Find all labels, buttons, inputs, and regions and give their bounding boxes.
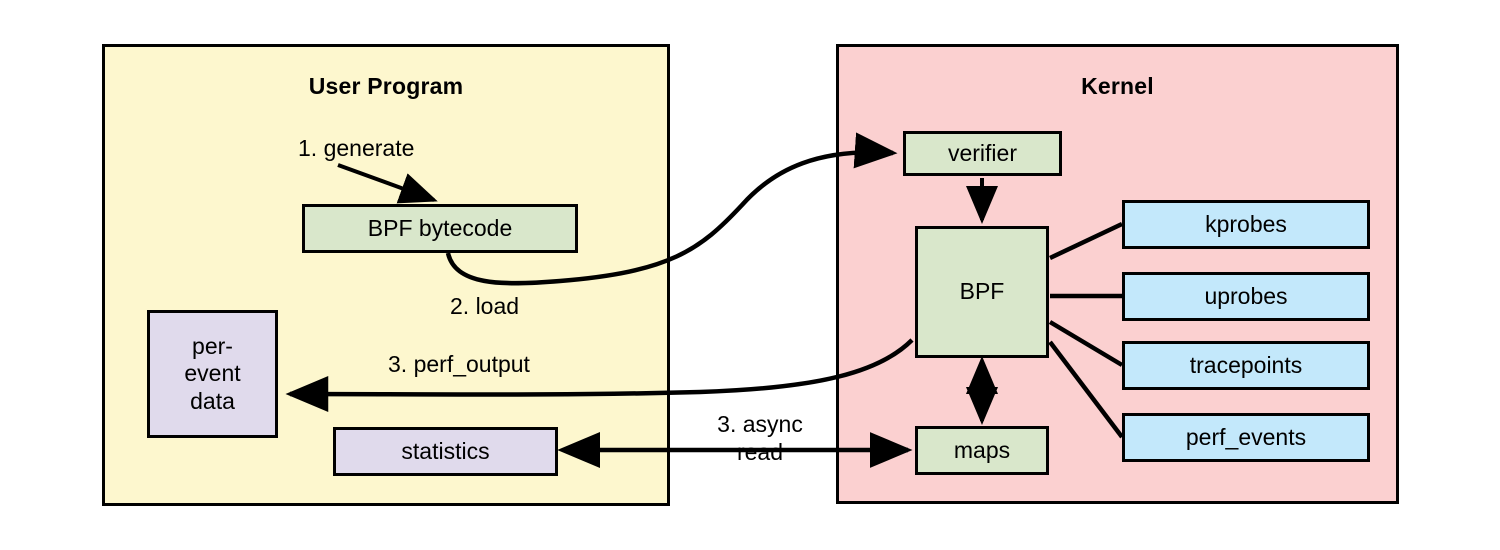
- edge-label-async-read: 3. async read: [695, 411, 825, 466]
- node-tracepoints[interactable]: tracepoints: [1122, 341, 1370, 390]
- node-bpf-bytecode[interactable]: BPF bytecode: [302, 204, 578, 253]
- node-per-event-data[interactable]: per- event data: [147, 310, 278, 438]
- user-program-title: User Program: [308, 73, 464, 99]
- kernel-title: Kernel: [1081, 73, 1154, 99]
- node-statistics[interactable]: statistics: [333, 427, 558, 476]
- node-maps[interactable]: maps: [915, 426, 1049, 475]
- node-bpf[interactable]: BPF: [915, 226, 1049, 358]
- node-verifier[interactable]: verifier: [903, 131, 1062, 176]
- node-kprobes[interactable]: kprobes: [1122, 200, 1370, 249]
- edge-label-async-read-text: 3. async read: [717, 411, 803, 465]
- edge-label-load: 2. load: [450, 293, 520, 319]
- edge-label-perf-output: 3. perf_output: [388, 351, 530, 377]
- node-perf-events[interactable]: perf_events: [1122, 413, 1370, 462]
- node-per-event-data-label: per- event data: [184, 333, 241, 414]
- edge-label-generate: 1. generate: [298, 135, 415, 161]
- node-uprobes[interactable]: uprobes: [1122, 272, 1370, 321]
